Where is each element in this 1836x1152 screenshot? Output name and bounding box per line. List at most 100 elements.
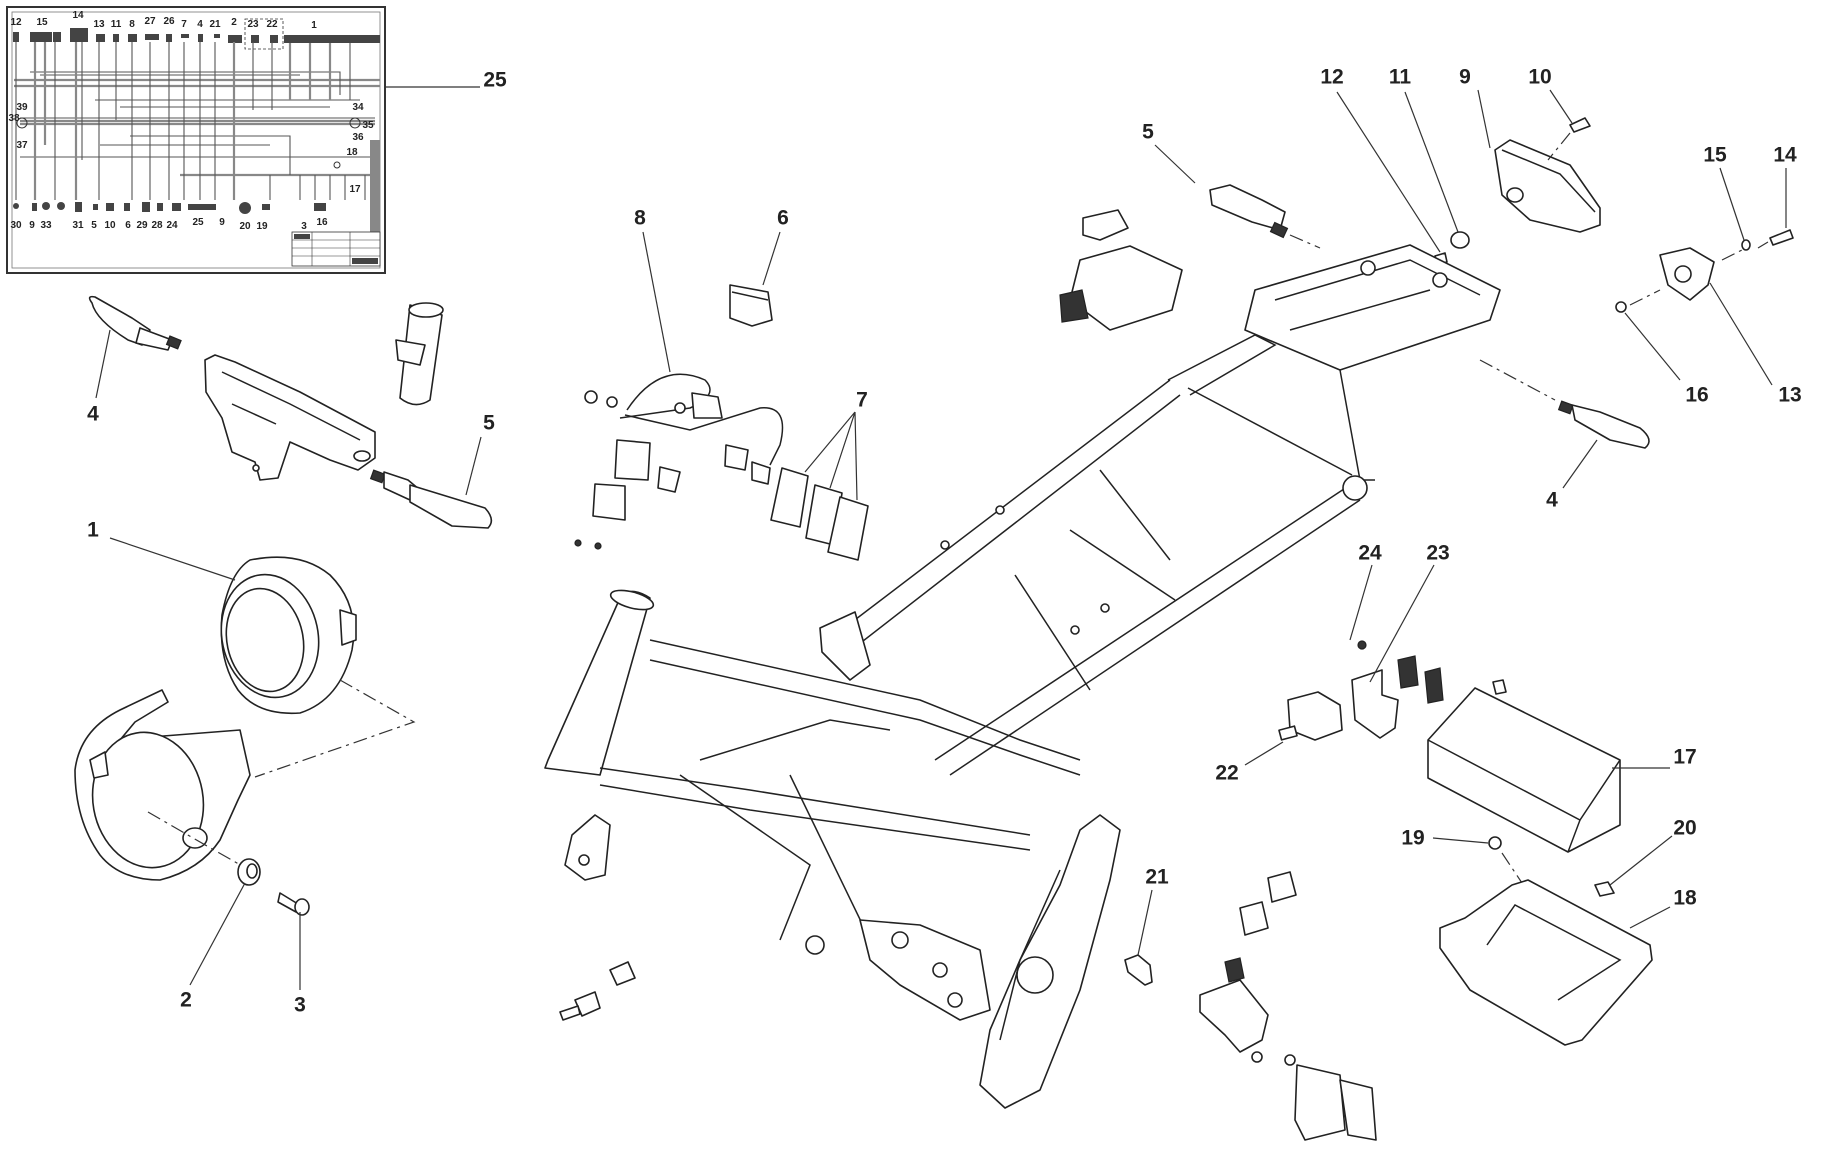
- sensor-switch: [559, 961, 636, 1021]
- leader-line: [1629, 906, 1671, 929]
- fuse-bracket: [1351, 655, 1444, 739]
- inset-label: 37: [16, 140, 28, 151]
- inset-label: 25: [192, 217, 204, 228]
- sub-harness: [574, 373, 784, 550]
- leader-line: [1477, 89, 1491, 149]
- callout-9: 9: [1459, 65, 1471, 89]
- leader-line: [1369, 564, 1435, 683]
- callout-14: 14: [1773, 143, 1797, 167]
- callout-4-rear: 4: [1546, 488, 1558, 512]
- clip-nut: [1594, 881, 1615, 897]
- leader-line: [1154, 144, 1196, 184]
- front-right-indicator: [369, 469, 493, 529]
- callout-8: 8: [634, 206, 646, 230]
- inset-label: 14: [72, 10, 84, 21]
- leader-line: [1719, 167, 1745, 241]
- callout-19: 19: [1401, 826, 1425, 850]
- lamp-screw: [1769, 229, 1794, 246]
- fuse-bracket-screw: [1357, 640, 1367, 650]
- leader-line: [1549, 89, 1573, 124]
- callout-5-rear: 5: [1142, 120, 1154, 144]
- inset-bottom-components: [13, 202, 326, 214]
- front-left-indicator: [88, 295, 182, 351]
- number-plate-lamp: [1659, 247, 1715, 301]
- callout-7: 7: [856, 388, 868, 412]
- inset-label: 18: [346, 147, 358, 158]
- inset-wires: [14, 42, 380, 265]
- inset-label: 31: [72, 220, 84, 231]
- inset-label: 35: [362, 120, 374, 131]
- leader-line: [465, 436, 482, 496]
- inset-title-block: [291, 231, 381, 267]
- assembly-line: [1629, 289, 1661, 306]
- inset-label: 9: [219, 217, 225, 228]
- leader-line: [1244, 741, 1284, 766]
- leader-line: [109, 537, 236, 581]
- mount-bracket: [1124, 954, 1153, 986]
- tail-light-bolt: [1569, 117, 1591, 133]
- assembly-line: [1289, 234, 1321, 249]
- relay: [729, 284, 773, 327]
- leader-line: [1336, 91, 1441, 253]
- leader-line: [1432, 837, 1489, 844]
- inset-label: 4: [197, 19, 203, 30]
- callout-13: 13: [1778, 383, 1802, 407]
- inset-top-labels: 12 15 14 13 11 8 27 26 7 4 21 2 23 22 1: [10, 10, 317, 31]
- callout-24: 21: [1145, 865, 1169, 889]
- inset-label: 38: [8, 113, 20, 124]
- battery-box-screw: [1488, 836, 1502, 850]
- inset-label: 29: [136, 220, 148, 231]
- nut: [1615, 301, 1627, 313]
- callout-18: 18: [1673, 886, 1697, 910]
- inset-label: 20: [239, 221, 251, 232]
- inset-label: 1: [311, 20, 317, 31]
- assembly-line: [1547, 132, 1571, 161]
- leader-line: [804, 411, 858, 501]
- wiring-diagram-inset: 12 15 14 13 11 8 27 26 7 4 21 2 23 22 1: [6, 6, 386, 274]
- callout-2: 2: [180, 988, 192, 1012]
- inset-label: 10: [104, 220, 116, 231]
- headlight-cowl: [74, 689, 251, 881]
- callout-15: 15: [1703, 143, 1727, 167]
- inset-label: 28: [151, 220, 163, 231]
- inset-label: 21: [209, 19, 221, 30]
- inset-label: 23: [247, 19, 259, 30]
- inset-label: 22: [266, 19, 278, 30]
- leader-line: [1349, 564, 1373, 641]
- ecu-unit: [1059, 209, 1183, 331]
- inset-label: 17: [349, 184, 361, 195]
- inset-label: 16: [316, 217, 328, 228]
- inset-label: 39: [16, 102, 28, 113]
- relays: [770, 467, 869, 561]
- motorcycle-frame: [544, 244, 1501, 1109]
- callout-11: 11: [1388, 65, 1412, 89]
- tail-light: [1494, 139, 1601, 233]
- assembly-line: [1721, 241, 1769, 261]
- grommet: [237, 858, 261, 886]
- callout-3: 3: [294, 993, 306, 1017]
- callout-20: 20: [1673, 816, 1697, 840]
- leader-line: [1624, 312, 1681, 381]
- inset-label: 19: [256, 221, 268, 232]
- headlight: [220, 556, 357, 715]
- leader-line: [642, 231, 671, 373]
- inset-label: 6: [125, 220, 131, 231]
- inset-label: 15: [36, 17, 48, 28]
- inset-label: 34: [352, 102, 364, 113]
- callout-17: 17: [1673, 745, 1697, 769]
- leader-line: [1137, 889, 1153, 956]
- callout-12: 12: [1320, 65, 1344, 89]
- inset-label: 11: [111, 19, 122, 30]
- inset-side-labels: 39 38 37 34 35 36 18 17: [8, 102, 374, 195]
- callout-4: 4: [87, 402, 99, 426]
- callout-6: 6: [777, 206, 789, 230]
- leader-line: [1404, 91, 1459, 233]
- assembly-line: [1479, 359, 1556, 401]
- sensor-cylinder: [395, 302, 444, 406]
- rear-indicator-lower: [1557, 400, 1650, 449]
- inset-label: 30: [10, 220, 22, 231]
- callout-5: 5: [483, 411, 495, 435]
- bolt: [277, 892, 310, 916]
- washer: [1741, 239, 1751, 251]
- callout-23: 24: [1358, 541, 1382, 565]
